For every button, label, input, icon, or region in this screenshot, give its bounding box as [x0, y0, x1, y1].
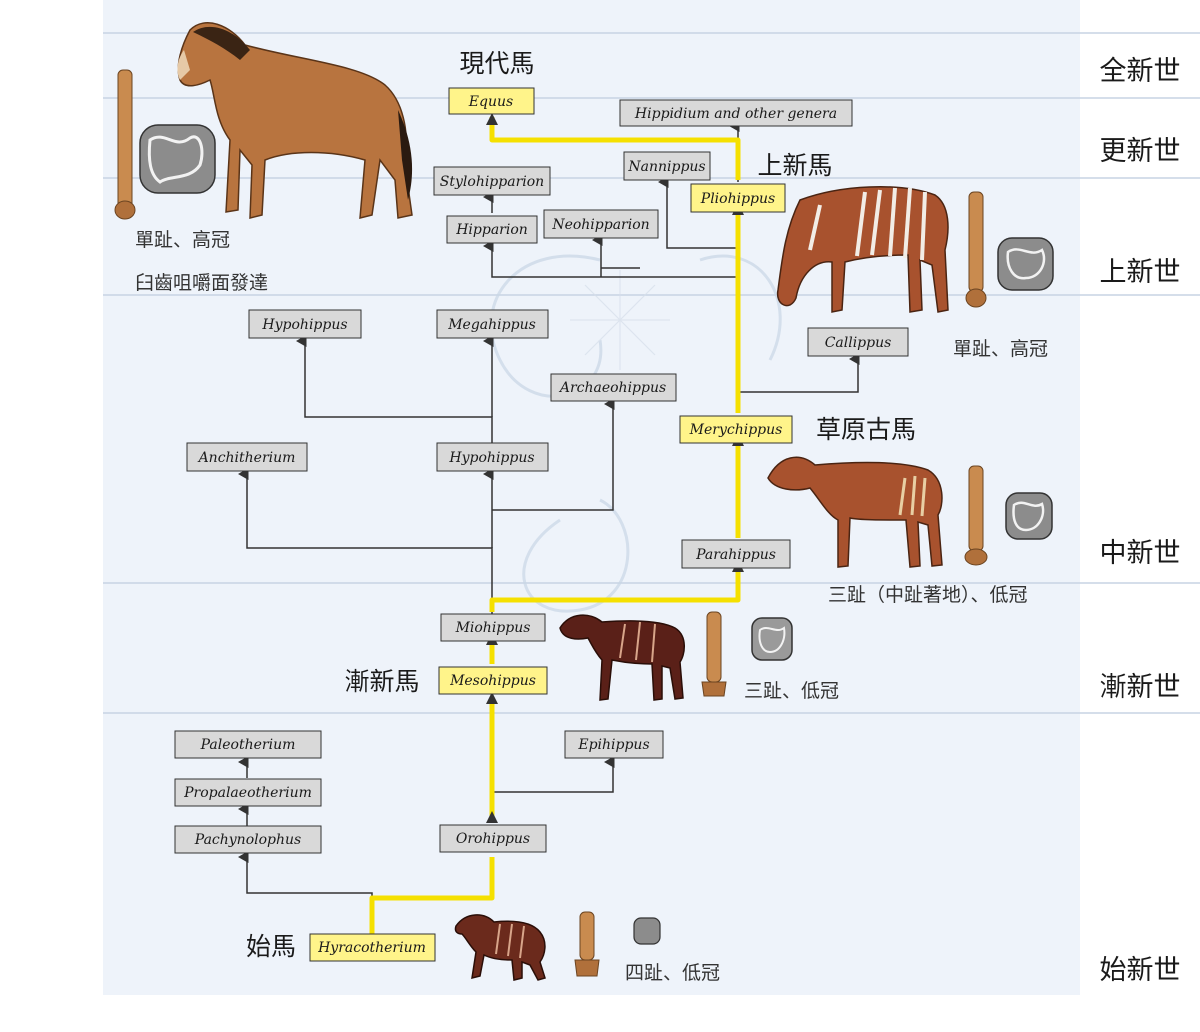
svg-text:Hipparion: Hipparion [455, 222, 528, 238]
svg-text:Nannippus: Nannippus [627, 159, 705, 175]
equus-box: Equus [448, 87, 535, 115]
svg-text:Anchitherium: Anchitherium [197, 450, 296, 466]
neohipparion-box: Neohipparion [543, 209, 659, 239]
archaeohippus-box: Archaeohippus [550, 373, 677, 402]
pliohippus-illustration [776, 186, 949, 313]
caption-hyracotherium-toe: 四趾、低冠 [625, 962, 720, 984]
epihippus-box: Epihippus [564, 730, 664, 759]
main-lineage [369, 117, 741, 935]
caption-equus-teeth: 臼齒咀嚼面發達 [135, 272, 268, 294]
svg-text:Miohippus: Miohippus [455, 620, 531, 636]
svg-text:Merychippus: Merychippus [689, 422, 783, 438]
mesohippus-molar [751, 617, 793, 661]
svg-text:Pliohippus: Pliohippus [700, 191, 775, 207]
merychippus-toe-bone [964, 465, 988, 566]
svg-text:Callippus: Callippus [825, 335, 892, 351]
svg-text:Hypohippus: Hypohippus [261, 317, 347, 333]
hyracotherium-molar [633, 917, 661, 945]
propalaeotherium-box: Propalaeotherium [174, 778, 322, 807]
hyracotherium-box: Hyracotherium [309, 933, 436, 962]
hypohippus-mid-box: Hypohippus [436, 442, 549, 472]
svg-text:Hyracotherium: Hyracotherium [317, 940, 426, 956]
merychippus-box: Merychippus [679, 415, 793, 444]
nannippus-box: Nannippus [623, 151, 711, 181]
merychippus-illustration [767, 456, 943, 568]
label-pliohippus-cn: 上新馬 [757, 151, 832, 180]
anchitherium-box: Anchitherium [186, 442, 308, 472]
svg-text:Epihippus: Epihippus [577, 737, 649, 753]
equus-molar [139, 124, 216, 194]
svg-text:Archaeohippus: Archaeohippus [558, 380, 666, 396]
label-merychippus-cn: 草原古馬 [816, 415, 916, 444]
pachynolophus-box: Pachynolophus [174, 825, 322, 854]
captions: 單趾、高冠 臼齒咀嚼面發達 單趾、高冠 三趾（中趾著地）、低冠 三趾、低冠 四趾… [135, 229, 1048, 984]
pliohippus-molar [997, 237, 1054, 291]
hippidium-box: Hippidium and other genera [619, 99, 853, 127]
caption-equus-toe: 單趾、高冠 [135, 229, 230, 251]
mesohippus-toe-bone [701, 611, 727, 697]
svg-text:Stylohipparion: Stylohipparion [440, 174, 544, 190]
epoch-pliocene: 上新世 [1100, 257, 1181, 288]
genus-boxes: Equus Hippidium and other genera Nannipp… [174, 87, 909, 962]
svg-text:Mesohippus: Mesohippus [449, 673, 536, 689]
svg-text:Propalaeotherium: Propalaeotherium [183, 785, 312, 801]
miohippus-box: Miohippus [440, 613, 546, 642]
branch-lines [238, 120, 860, 898]
svg-text:Hypohippus: Hypohippus [448, 450, 534, 466]
svg-text:Parahippus: Parahippus [695, 547, 776, 563]
svg-text:Orohippus: Orohippus [456, 831, 530, 847]
callippus-box: Callippus [807, 327, 909, 357]
hipparion-box: Hipparion [446, 215, 538, 244]
svg-text:Megahippus: Megahippus [447, 317, 536, 333]
caption-pliohippus-toe: 單趾、高冠 [953, 338, 1048, 360]
label-hyracotherium-cn: 始馬 [246, 932, 296, 961]
label-mesohippus-cn: 漸新馬 [344, 667, 419, 696]
megahippus-box: Megahippus [436, 309, 549, 339]
chinese-labels: 現代馬 上新馬 草原古馬 漸新馬 始馬 [246, 49, 916, 961]
caption-merychippus-toe: 三趾（中趾著地）、低冠 [828, 584, 1028, 606]
svg-text:Pachynolophus: Pachynolophus [194, 832, 301, 848]
merychippus-molar [1005, 492, 1053, 540]
epoch-pleistocene: 更新世 [1100, 136, 1181, 167]
paleotherium-box: Paleotherium [174, 730, 322, 759]
epoch-oligocene: 漸新世 [1100, 672, 1181, 703]
epoch-eocene: 始新世 [1100, 955, 1181, 986]
svg-text:Hippidium and other genera: Hippidium and other genera [634, 106, 837, 122]
hyracotherium-toe-bone [574, 911, 600, 977]
hyracotherium-illustration [454, 914, 546, 981]
svg-text:Equus: Equus [468, 94, 513, 110]
orohippus-box: Orohippus [439, 824, 547, 853]
stylohipparion-box: Stylohipparion [433, 166, 551, 196]
svg-text:Neohipparion: Neohipparion [551, 217, 649, 233]
epoch-holocene: 全新世 [1100, 56, 1181, 87]
parahippus-box: Parahippus [681, 539, 791, 569]
hypohippus-upper-box: Hypohippus [248, 309, 362, 339]
equus-horse-illustration [177, 22, 413, 219]
mesohippus-box: Mesohippus [438, 666, 548, 695]
pliohippus-box: Pliohippus [690, 183, 786, 213]
pliohippus-toe-bone [965, 191, 987, 308]
label-modern-horse: 現代馬 [459, 49, 534, 78]
mesohippus-illustration [559, 614, 685, 701]
svg-text:Paleotherium: Paleotherium [200, 737, 296, 753]
epoch-labels: 全新世 更新世 上新世 中新世 漸新世 始新世 [1100, 56, 1181, 986]
equus-toe-bone [114, 69, 136, 220]
epoch-miocene: 中新世 [1100, 538, 1181, 569]
caption-mesohippus-toe: 三趾、低冠 [744, 680, 839, 702]
